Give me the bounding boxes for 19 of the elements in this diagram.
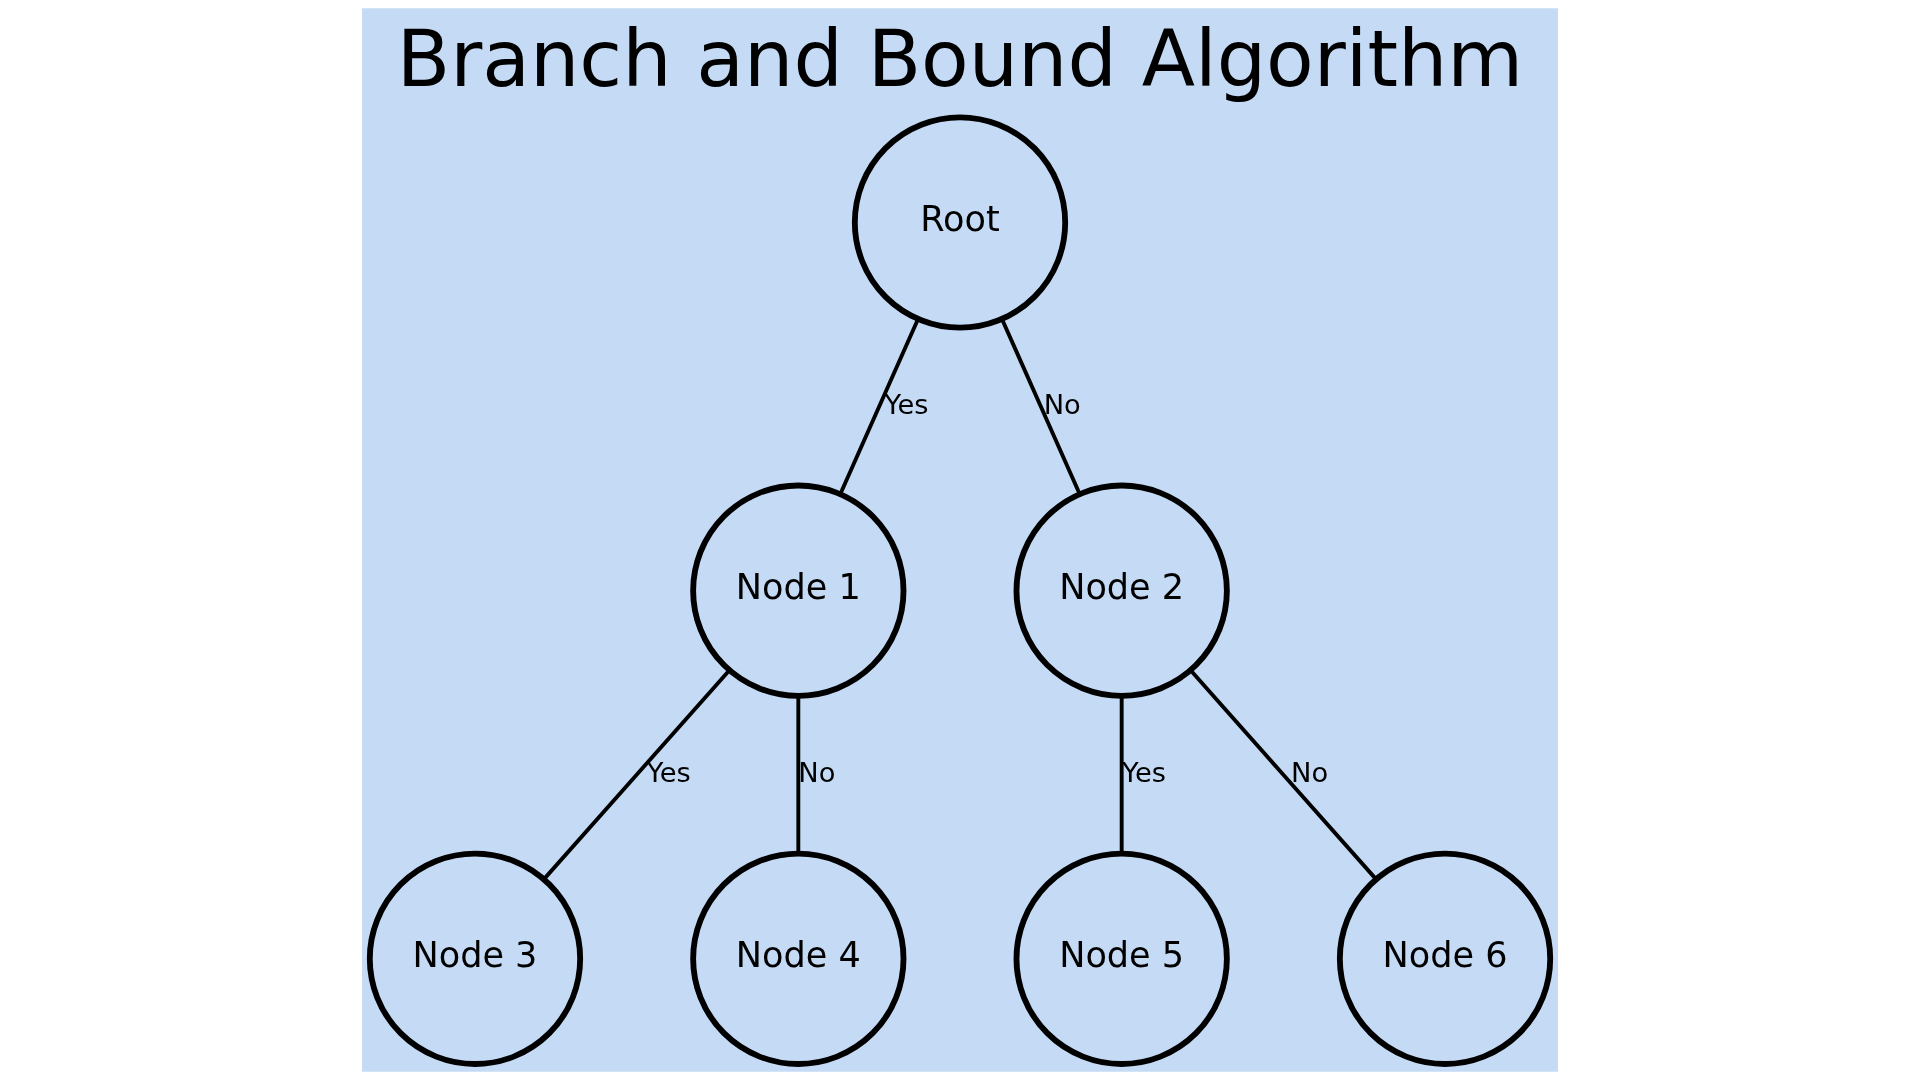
connector (796, 696, 801, 854)
edge-label: Yes (884, 388, 929, 420)
node-circle: Node 2 (1013, 482, 1230, 699)
connector (1000, 318, 1082, 495)
node-circle: Node 4 (690, 850, 907, 1067)
edge-label: Yes (646, 756, 691, 788)
node-circle: Node 6 (1336, 850, 1554, 1067)
diagram-title: Branch and Bound Algorithm (396, 14, 1524, 105)
connector (1189, 669, 1378, 881)
connector (838, 318, 920, 495)
node-circle: Node 1 (690, 482, 907, 699)
edge-label: No (1291, 756, 1329, 788)
node-circle: Node 5 (1013, 850, 1230, 1067)
node-circle: Root (851, 114, 1069, 331)
node-circle: Node 3 (366, 850, 584, 1067)
connector (1119, 696, 1124, 854)
edge-label: No (1043, 388, 1081, 420)
connector (542, 669, 731, 881)
edge-label: No (798, 756, 836, 788)
